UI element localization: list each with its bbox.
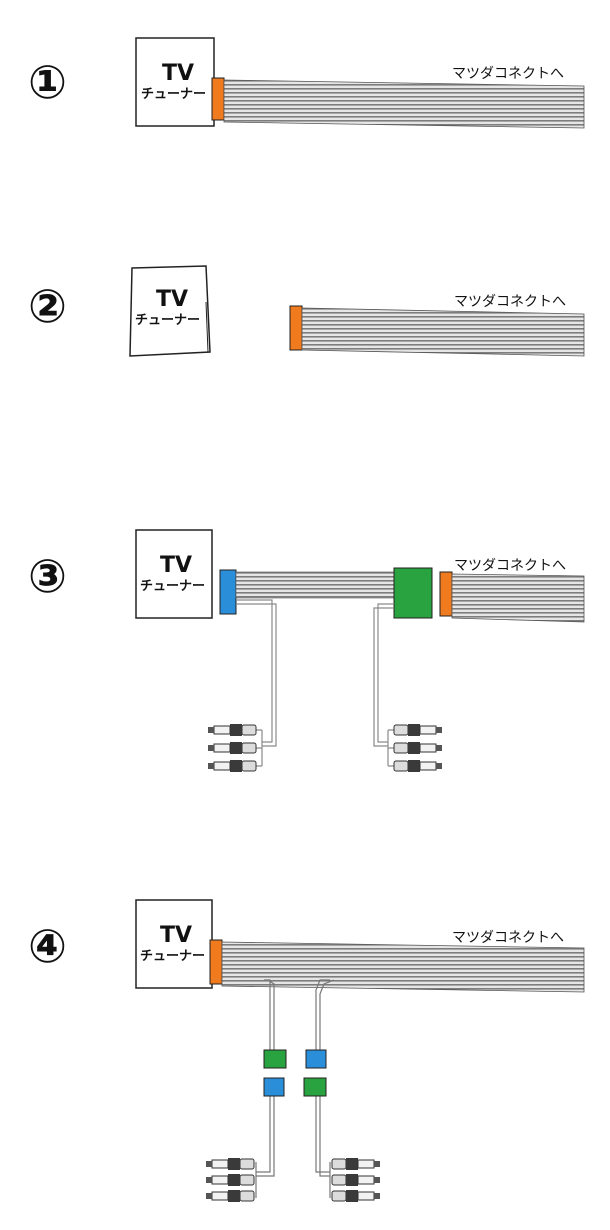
tuner-subtitle: チューナー <box>141 87 206 102</box>
branch-cables <box>255 979 335 1198</box>
rca-plugs-right <box>393 723 443 773</box>
orange-connector <box>289 305 303 351</box>
orange-connector <box>211 77 225 121</box>
tuner-subtitle: チューナー <box>140 949 205 964</box>
rca-lead-right <box>373 603 394 767</box>
step-number: ④ <box>28 919 67 973</box>
orange-connector <box>209 939 223 985</box>
green-connector <box>393 567 433 619</box>
green-connector <box>263 1049 287 1069</box>
tuner-title: TV <box>156 287 188 312</box>
blue-connector <box>219 569 237 615</box>
ribbon-cable <box>301 307 585 357</box>
orange-connector <box>439 571 453 617</box>
tv-tuner-box: TV チューナー <box>129 265 211 357</box>
step-4: ④ TV チューナー マツダコネクトへ <box>28 899 585 1203</box>
ribbon-cable <box>221 941 585 993</box>
tv-tuner-box: TV チューナー <box>135 529 213 619</box>
destination-label: マツダコネクトへ <box>454 558 566 574</box>
tuner-subtitle: チューナー <box>140 579 205 594</box>
destination-label: マツダコネクトへ <box>454 294 566 310</box>
blue-connector <box>305 1049 327 1069</box>
step-number: ① <box>28 55 67 109</box>
ribbon-cable <box>451 573 585 623</box>
step-2: ② TV チューナー マツダコネクトへ <box>28 265 585 357</box>
harness-cable <box>235 571 395 599</box>
step-1: ① TV チューナー マツダコネクトへ <box>28 37 585 129</box>
destination-label: マツダコネクトへ <box>452 930 564 946</box>
tuner-subtitle: チューナー <box>135 313 200 328</box>
destination-label: マツダコネクトへ <box>452 66 564 82</box>
rca-lead-left <box>236 599 277 767</box>
step-number: ② <box>28 279 67 333</box>
step-3: ③ TV チューナー マツダコネクトへ <box>28 529 585 773</box>
ribbon-cable <box>223 79 585 129</box>
rca-plugs-right <box>331 1157 381 1203</box>
tv-tuner-box: TV チューナー <box>135 899 213 989</box>
tv-tuner-box: TV チューナー <box>135 37 215 127</box>
rca-plugs-left <box>205 1157 255 1203</box>
green-connector <box>303 1077 327 1097</box>
blue-connector <box>263 1077 285 1097</box>
tuner-title: TV <box>162 61 194 86</box>
tuner-title: TV <box>160 553 192 578</box>
tuner-title: TV <box>160 923 192 948</box>
rca-plugs-left <box>207 723 257 773</box>
step-number: ③ <box>28 549 67 603</box>
